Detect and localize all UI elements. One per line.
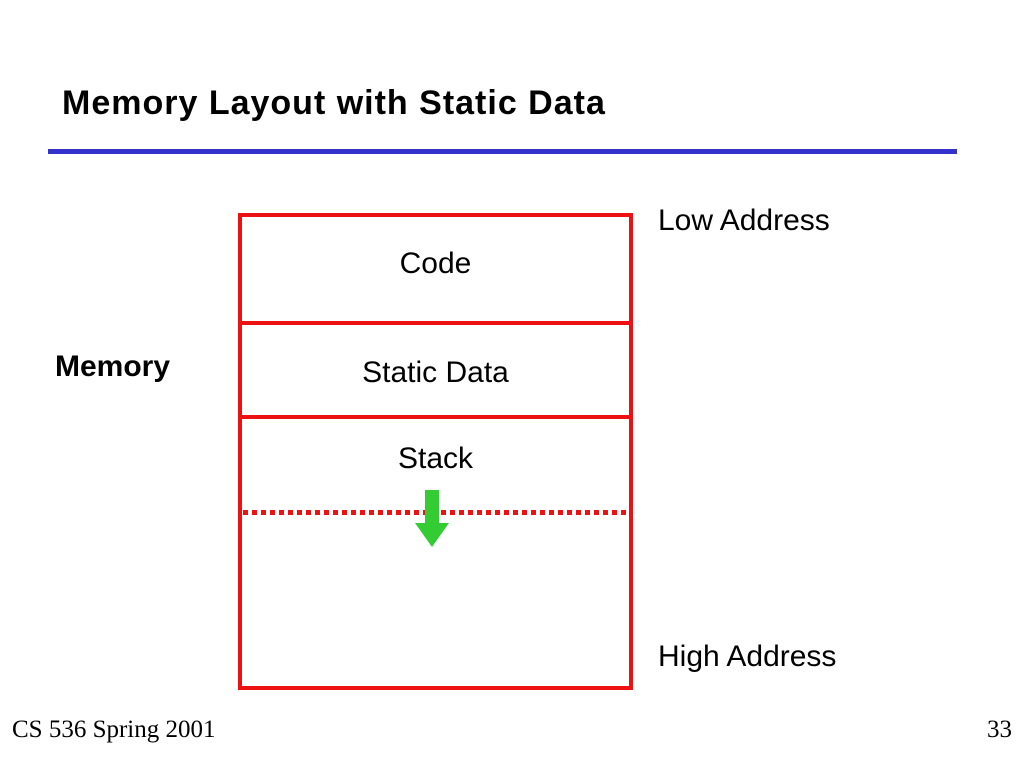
low-address-label: Low Address bbox=[658, 204, 830, 237]
memory-layout-box bbox=[238, 213, 633, 690]
footer-page-number: 33 bbox=[987, 716, 1012, 743]
code-static-divider bbox=[238, 321, 633, 325]
section-label-stack: Stack bbox=[397, 442, 474, 475]
footer-course-label: CS 536 Spring 2001 bbox=[12, 716, 216, 743]
slide-title: Memory Layout with Static Data bbox=[62, 84, 606, 122]
section-label-code: Code bbox=[399, 247, 472, 280]
title-underline-rule bbox=[48, 149, 957, 154]
section-label-static-data: Static Data bbox=[362, 356, 509, 389]
static-stack-divider bbox=[238, 415, 633, 419]
memory-side-label: Memory bbox=[55, 350, 171, 383]
high-address-label: High Address bbox=[658, 640, 837, 673]
stack-growth-down-arrow-icon bbox=[414, 490, 450, 548]
